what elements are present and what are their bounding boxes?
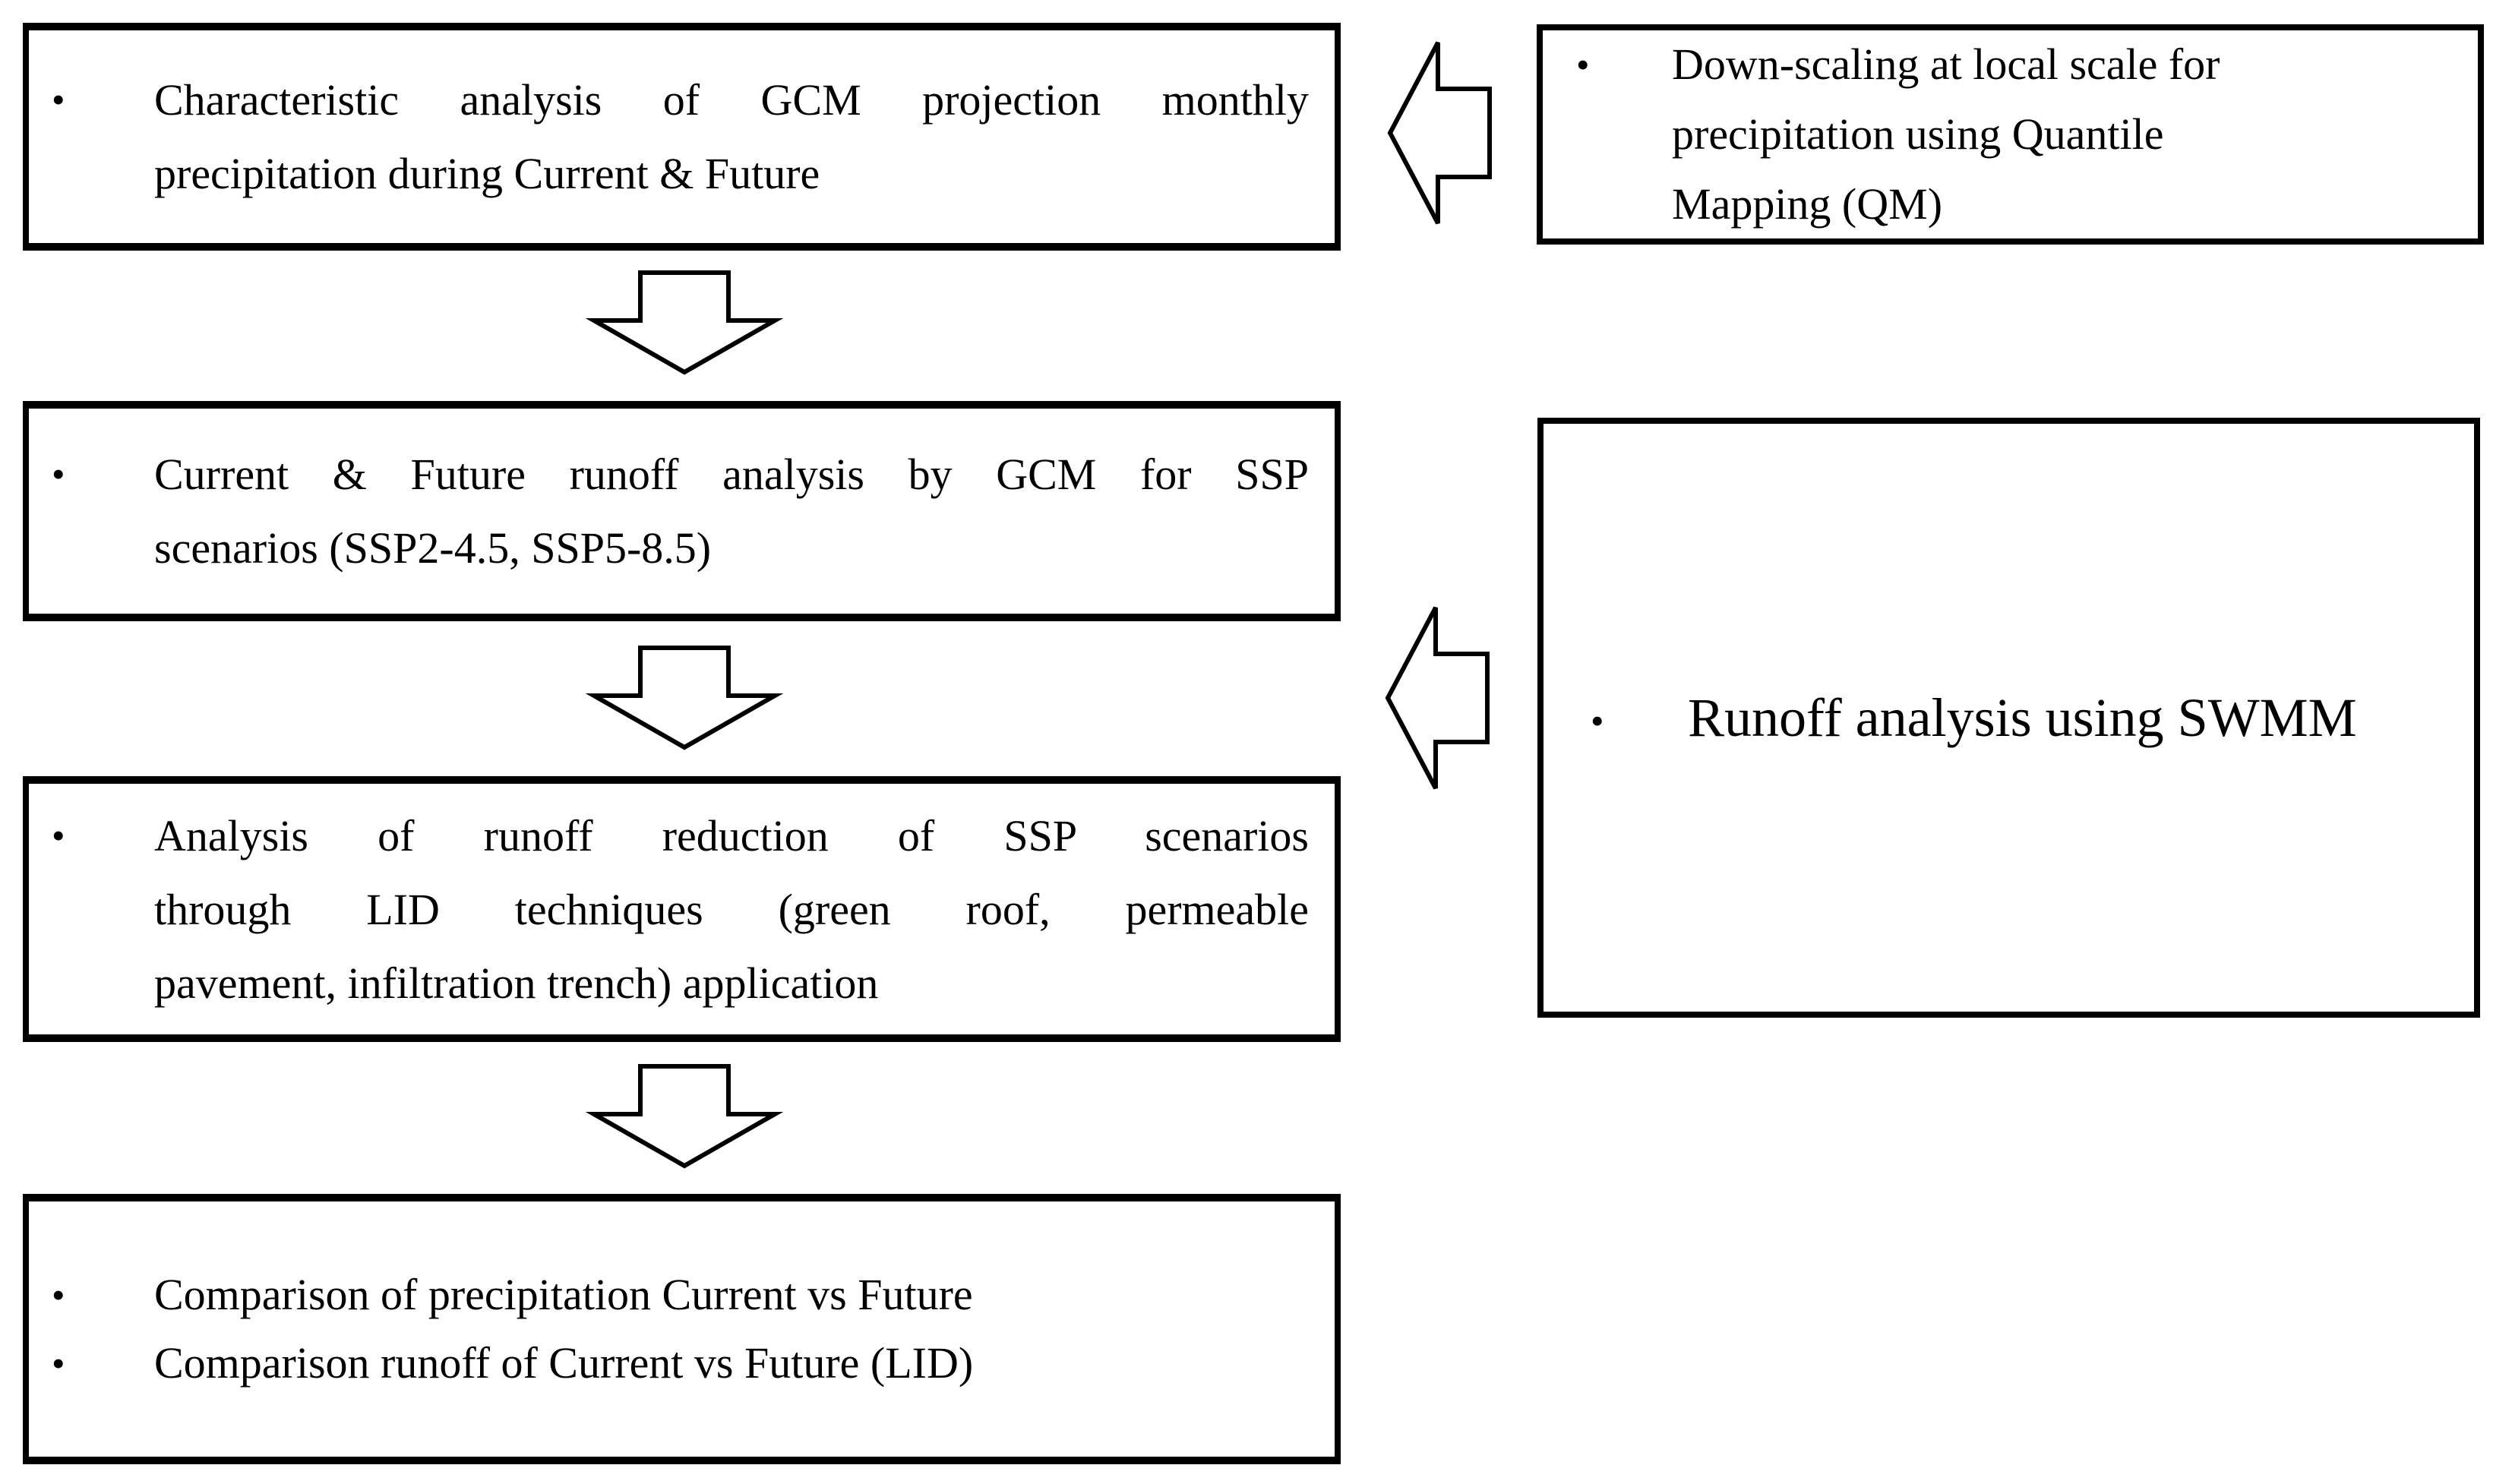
box-text-line: • Runoff analysis using SWMM <box>1544 676 2474 759</box>
box-text-line: Mapping (QM) <box>1543 169 2478 239</box>
flow-box-step3: • Analysis of runoff reduction of SSP sc… <box>23 776 1341 1042</box>
box-text-line: • Comparison of precipitation Current vs… <box>29 1261 1335 1329</box>
box-text-line: through LID techniques (green roof, perm… <box>29 873 1335 946</box>
box-text-line: • Analysis of runoff reduction of SSP sc… <box>29 799 1335 873</box>
box-text: Comparison of precipitation Current vs F… <box>154 1270 973 1319</box>
box-text: Comparison runoff of Current vs Future (… <box>154 1338 974 1388</box>
bullet-marker: • <box>1591 699 1604 742</box>
bullet-marker: • <box>52 453 65 495</box>
box-text: precipitation using Quantile <box>1672 109 2164 159</box>
box-text-line: • Characteristic analysis of GCM project… <box>29 63 1335 137</box>
bullet-marker: • <box>52 813 65 857</box>
left-arrow-icon <box>1385 606 1490 790</box>
box-text-line: scenarios (SSP2-4.5, SSP5-8.5) <box>29 511 1335 585</box>
box-text-line: • Current & Future runoff analysis by GC… <box>29 437 1335 511</box>
down-arrow-icon <box>585 270 784 375</box>
left-arrow-icon <box>1387 41 1492 225</box>
box-text: precipitation during Current & Future <box>154 149 820 198</box>
side-box-downscaling-qm: • Down-scaling at local scale for precip… <box>1537 24 2484 245</box>
bullet-marker: • <box>52 78 65 121</box>
box-text: Down-scaling at local scale for <box>1672 39 2220 89</box>
box-text-line: precipitation using Quantile <box>1543 99 2478 169</box>
box-text: Runoff analysis using SWMM <box>1688 687 2357 748</box>
box-text-line: pavement, infiltration trench) applicati… <box>29 946 1335 1020</box>
bullet-marker: • <box>52 1274 65 1316</box>
flow-box-step1: • Characteristic analysis of GCM project… <box>23 23 1341 251</box>
side-box-swmm: • Runoff analysis using SWMM <box>1537 418 2480 1018</box>
bullet-marker: • <box>1576 43 1590 86</box>
down-arrow-icon <box>585 646 784 750</box>
box-text: scenarios (SSP2-4.5, SSP5-8.5) <box>154 523 712 573</box>
box-text-line: precipitation during Current & Future <box>29 137 1335 210</box>
box-text-line: • Comparison runoff of Current vs Future… <box>29 1329 1335 1397</box>
flow-box-step2: • Current & Future runoff analysis by GC… <box>23 401 1341 621</box>
box-text: pavement, infiltration trench) applicati… <box>154 958 879 1008</box>
box-text: Mapping (QM) <box>1672 179 1943 229</box>
flow-box-step4: • Comparison of precipitation Current vs… <box>23 1194 1341 1464</box>
box-text: Current & Future runoff analysis by GCM … <box>154 450 1309 499</box>
box-text: through LID techniques (green roof, perm… <box>154 884 1309 934</box>
box-text: Analysis of runoff reduction of SSP scen… <box>154 810 1309 860</box>
box-text: Characteristic analysis of GCM projectio… <box>154 75 1309 125</box>
box-text-line: • Down-scaling at local scale for <box>1543 30 2478 99</box>
down-arrow-icon <box>585 1064 784 1169</box>
bullet-marker: • <box>52 1342 65 1385</box>
